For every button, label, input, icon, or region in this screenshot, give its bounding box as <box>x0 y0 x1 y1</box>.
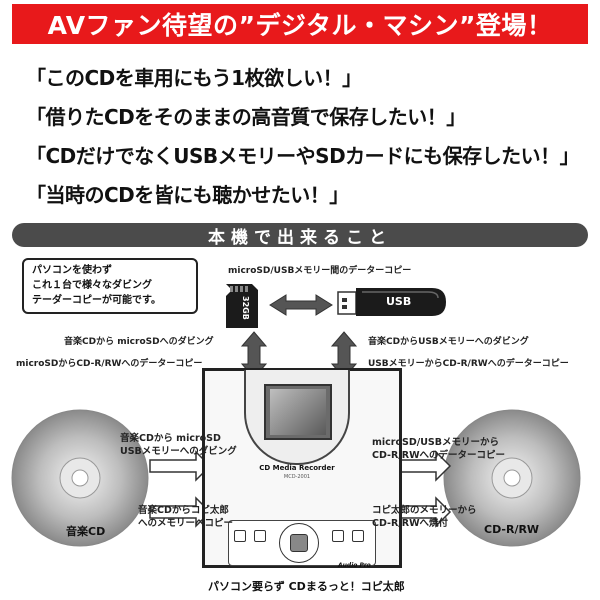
device-dpad <box>279 523 319 563</box>
quote-4: 「当時のCDを皆にも聴かせたい！」 <box>26 183 349 207</box>
headline-banner: AVファン待望の”デジタル・マシン”登場！ <box>12 4 588 44</box>
device-brand: Audio Pro <box>338 562 371 569</box>
note-box: パソコンを使わず これ１台で様々なダビング テーダーコピーが可能です。 <box>22 258 198 314</box>
note-line-1: パソコンを使わず <box>32 265 112 276</box>
cd-rw-label: CD-R/RW <box>484 523 540 536</box>
sd-card-icon <box>226 284 258 328</box>
device-screen-display <box>270 389 326 435</box>
right-box-2-line-2: CD-R/RWへ焼付 <box>372 518 449 529</box>
right-box-1-line-1: microSD/USBメモリーから <box>372 437 499 448</box>
left-box-2-line-1: 音楽CDからコピ太郎 <box>138 505 229 516</box>
note-line-2: これ１台で様々なダビング <box>32 280 152 291</box>
left-box-1: 音楽CDから microSD USBメモリーへのダビング <box>120 432 237 458</box>
left-box-2-line-2: へのメモリーへコピー <box>138 518 234 529</box>
left-box-2: 音楽CDからコピ太郎 へのメモリーへコピー <box>138 504 233 530</box>
device-return-button <box>254 530 266 542</box>
cd-rw-disc-icon <box>443 409 581 547</box>
right-arrow-label-1: 音楽CDからUSBメモリーへのダビング <box>368 337 529 347</box>
quote-3: 「CDだけでなくUSBメモリーやSDカードにも保存したい！」 <box>26 144 580 168</box>
device-stop-button <box>332 530 344 542</box>
note-line-3: テーダーコピーが可能です。 <box>32 295 161 306</box>
device-name: CD Media Recorder <box>259 464 335 472</box>
double-arrow-horizontal-icon <box>269 294 333 316</box>
left-arrow-label-1: 音楽CDから microSDへのダビング <box>64 337 214 347</box>
device-eject-button <box>352 530 364 542</box>
right-box-2: コピ太郎のメモリーから CD-R/RWへ焼付 <box>372 504 477 530</box>
quote-1: 「このCDを車用にもう1枚欲しい！」 <box>26 66 362 90</box>
sd-card-label: 32GB <box>241 296 250 320</box>
music-cd-label: 音楽CD <box>66 525 106 538</box>
right-box-1: microSD/USBメモリーから CD-R/RWへのデーターコピー <box>372 436 505 462</box>
diagram-caption: パソコン要らず CDまるっと！コピ太郎 <box>208 580 405 593</box>
headline-text: AVファン待望の”デジタル・マシン”登場！ <box>47 11 553 40</box>
usb-label: USB <box>386 295 412 308</box>
left-box-1-line-2: USBメモリーへのダビング <box>120 446 237 457</box>
left-box-1-line-1: 音楽CDから microSD <box>120 433 221 444</box>
device-model: MCD-2001 <box>283 474 311 480</box>
section-title: 本機で出来ること <box>208 227 392 248</box>
right-box-2-line-1: コピ太郎のメモリーから <box>372 505 477 516</box>
right-box-1-line-2: CD-R/RWへのデーターコピー <box>372 450 506 461</box>
left-arrow-label-2: microSDからCD-R/RWへのデーターコピー <box>16 359 203 369</box>
device-power-button <box>234 530 246 542</box>
section-title-bar: 本機で出来ること <box>12 223 588 248</box>
usb-stick-icon <box>337 288 446 316</box>
quote-2: 「借りたCDをそのままの高音質で保存したい！」 <box>26 105 466 129</box>
music-cd-disc-icon <box>11 409 149 547</box>
right-arrow-label-2: USBメモリーからCD-R/RWへのデーターコピー <box>368 359 569 369</box>
top-copy-label: microSD/USBメモリー間のデーターコピー <box>228 266 412 276</box>
device-dpad-center-button <box>290 534 308 552</box>
